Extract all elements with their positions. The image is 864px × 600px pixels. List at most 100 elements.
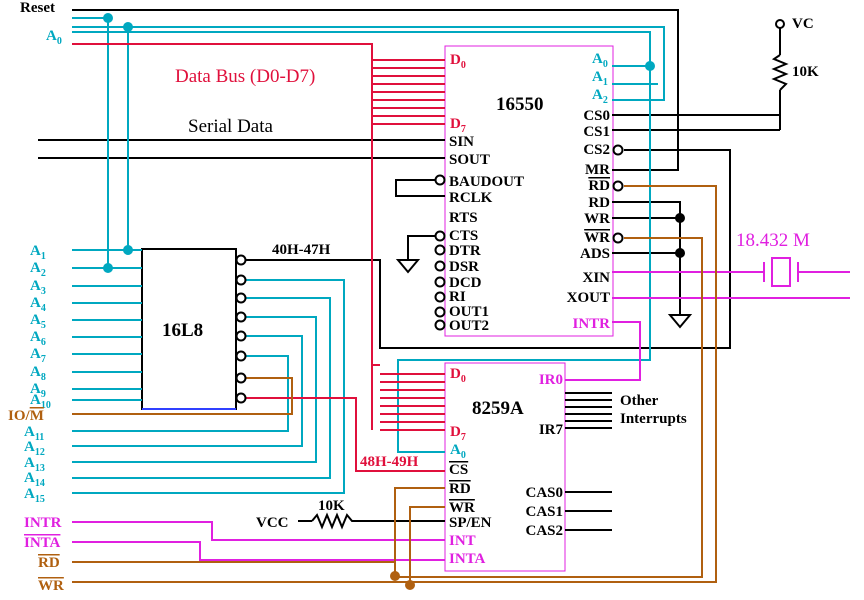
pin-16550-right: WR — [584, 230, 610, 246]
address-label: A13 — [24, 455, 45, 474]
pin-16550-right: CS2 — [583, 142, 610, 158]
junction-dots-black — [675, 213, 685, 258]
pin-16550-a1: A1 — [592, 69, 608, 88]
address-label: A11 — [24, 424, 44, 443]
ground-symbol-cts — [395, 259, 421, 274]
resistor-bottom — [311, 512, 358, 530]
address-label: A5 — [30, 312, 46, 331]
pin-8259-d0: D0 — [450, 366, 466, 385]
chip-16l8-name: 16L8 — [162, 320, 203, 341]
serial-data-annotation: Serial Data — [188, 116, 274, 137]
intr-input-label: INTR — [24, 515, 62, 531]
pin-16550-right: RD — [588, 195, 610, 211]
pin-16550-d0: D0 — [450, 52, 466, 71]
pin-16550-right: MR — [585, 162, 610, 178]
rd-input-label: RD — [38, 555, 60, 571]
pin-8259-right: IR0 — [539, 372, 563, 388]
pin-8259-d7: D7 — [450, 424, 466, 443]
iom-label: IO/M — [8, 408, 44, 424]
black-wires — [38, 9, 781, 531]
pin-16550-d7: D7 — [450, 116, 466, 135]
pin-16550-left: CTS — [449, 228, 478, 244]
pin-16550-right: CS1 — [583, 124, 610, 140]
red-data-bus — [72, 43, 445, 472]
pin-16550-right: ADS — [580, 246, 610, 262]
pin-8259-left: RD — [449, 481, 471, 497]
address-label: A14 — [24, 470, 45, 489]
reset-label: Reset — [20, 0, 55, 16]
pin-16550-left: DSR — [449, 259, 479, 275]
pin-16550-right: XIN — [582, 270, 610, 286]
pin-8259-right: IR7 — [539, 422, 564, 438]
pin-8259-left: CS — [449, 462, 468, 478]
crystal-symbol — [763, 257, 812, 287]
pin-16550-left: RTS — [449, 210, 478, 226]
decode-16550-label: 40H-47H — [272, 242, 331, 258]
pin-16550-right: XOUT — [567, 290, 610, 306]
address-label: A10 — [30, 392, 51, 411]
address-label: A3 — [30, 278, 46, 297]
address-label: A7 — [30, 346, 46, 365]
chip-16550-body — [444, 45, 614, 337]
chip-16550-name: 16550 — [496, 94, 544, 115]
pin-16550-right: INTR — [572, 316, 610, 332]
pin-16550-left: BAUDOUT — [449, 174, 524, 190]
cyan-wires — [72, 17, 665, 494]
decode-8259-label: 48H-49H — [360, 454, 419, 470]
wr-input-label: WR — [38, 578, 64, 594]
other-interrupts-line1: Other — [620, 393, 659, 409]
brown-dots — [390, 571, 415, 590]
pin-16550-left: RI — [449, 289, 466, 305]
chip-16550-left-pins: SINSOUTBAUDOUTRCLKRTSCTSDTRDSRDCDRIOUT1O… — [449, 134, 524, 334]
address-label: A9 — [30, 381, 46, 400]
pin-bubbles — [235, 144, 624, 404]
junction-dots — [103, 13, 655, 273]
pin-8259-right: CAS1 — [525, 504, 563, 520]
data-bus-annotation: Data Bus (D0-D7) — [175, 66, 315, 87]
chip-16l8-body — [141, 248, 237, 410]
pin-8259-a0: A0 — [450, 442, 466, 461]
pin-16550-left: OUT2 — [449, 318, 489, 334]
magenta-wires — [72, 271, 850, 561]
pin-8259-left: INT — [449, 533, 476, 549]
address-label: A12 — [24, 439, 45, 458]
pin-8259-left: SP/EN — [449, 515, 492, 531]
chip-8259-body — [444, 362, 566, 572]
address-label: A4 — [30, 295, 46, 314]
pin-16550-right: CS0 — [583, 108, 610, 124]
pin-16550-left: DTR — [449, 243, 481, 259]
brown-wires — [72, 185, 717, 583]
ground-symbol-ads — [667, 314, 693, 329]
pin-16550-left: RCLK — [449, 190, 493, 206]
address-label: A2 — [30, 260, 46, 279]
inta-input-label: INTA — [24, 535, 61, 551]
pin-16550-left: OUT1 — [449, 304, 489, 320]
vcc-top-label: VC — [792, 16, 814, 32]
address-label: A6 — [30, 329, 46, 348]
resistor-top-label: 10K — [792, 64, 819, 80]
address-label: A8 — [30, 364, 46, 383]
resistor-bottom-label: 10K — [318, 498, 345, 514]
a0-label: A0 — [46, 28, 62, 47]
pin-16550-right: WR — [584, 211, 610, 227]
pin-16550-left: SIN — [449, 134, 474, 150]
pin-8259-right: CAS0 — [525, 485, 563, 501]
address-label: A15 — [24, 486, 45, 505]
address-label: A1 — [30, 243, 46, 262]
pin-16550-a2: A2 — [592, 87, 608, 106]
pin-8259-left: WR — [449, 500, 475, 516]
pin-16550-right: RD — [588, 178, 610, 194]
other-interrupts-line2: Interrupts — [620, 411, 687, 427]
vcc-terminal-top — [775, 19, 785, 29]
pin-16550-left: DCD — [449, 275, 482, 291]
pin-8259-left: INTA — [449, 551, 486, 567]
pin-16550-a0: A0 — [592, 51, 608, 70]
crystal-annotation: 18.432 M — [736, 230, 810, 251]
chip-8259-name: 8259A — [472, 398, 524, 419]
pin-8259-right: CAS2 — [525, 523, 563, 539]
